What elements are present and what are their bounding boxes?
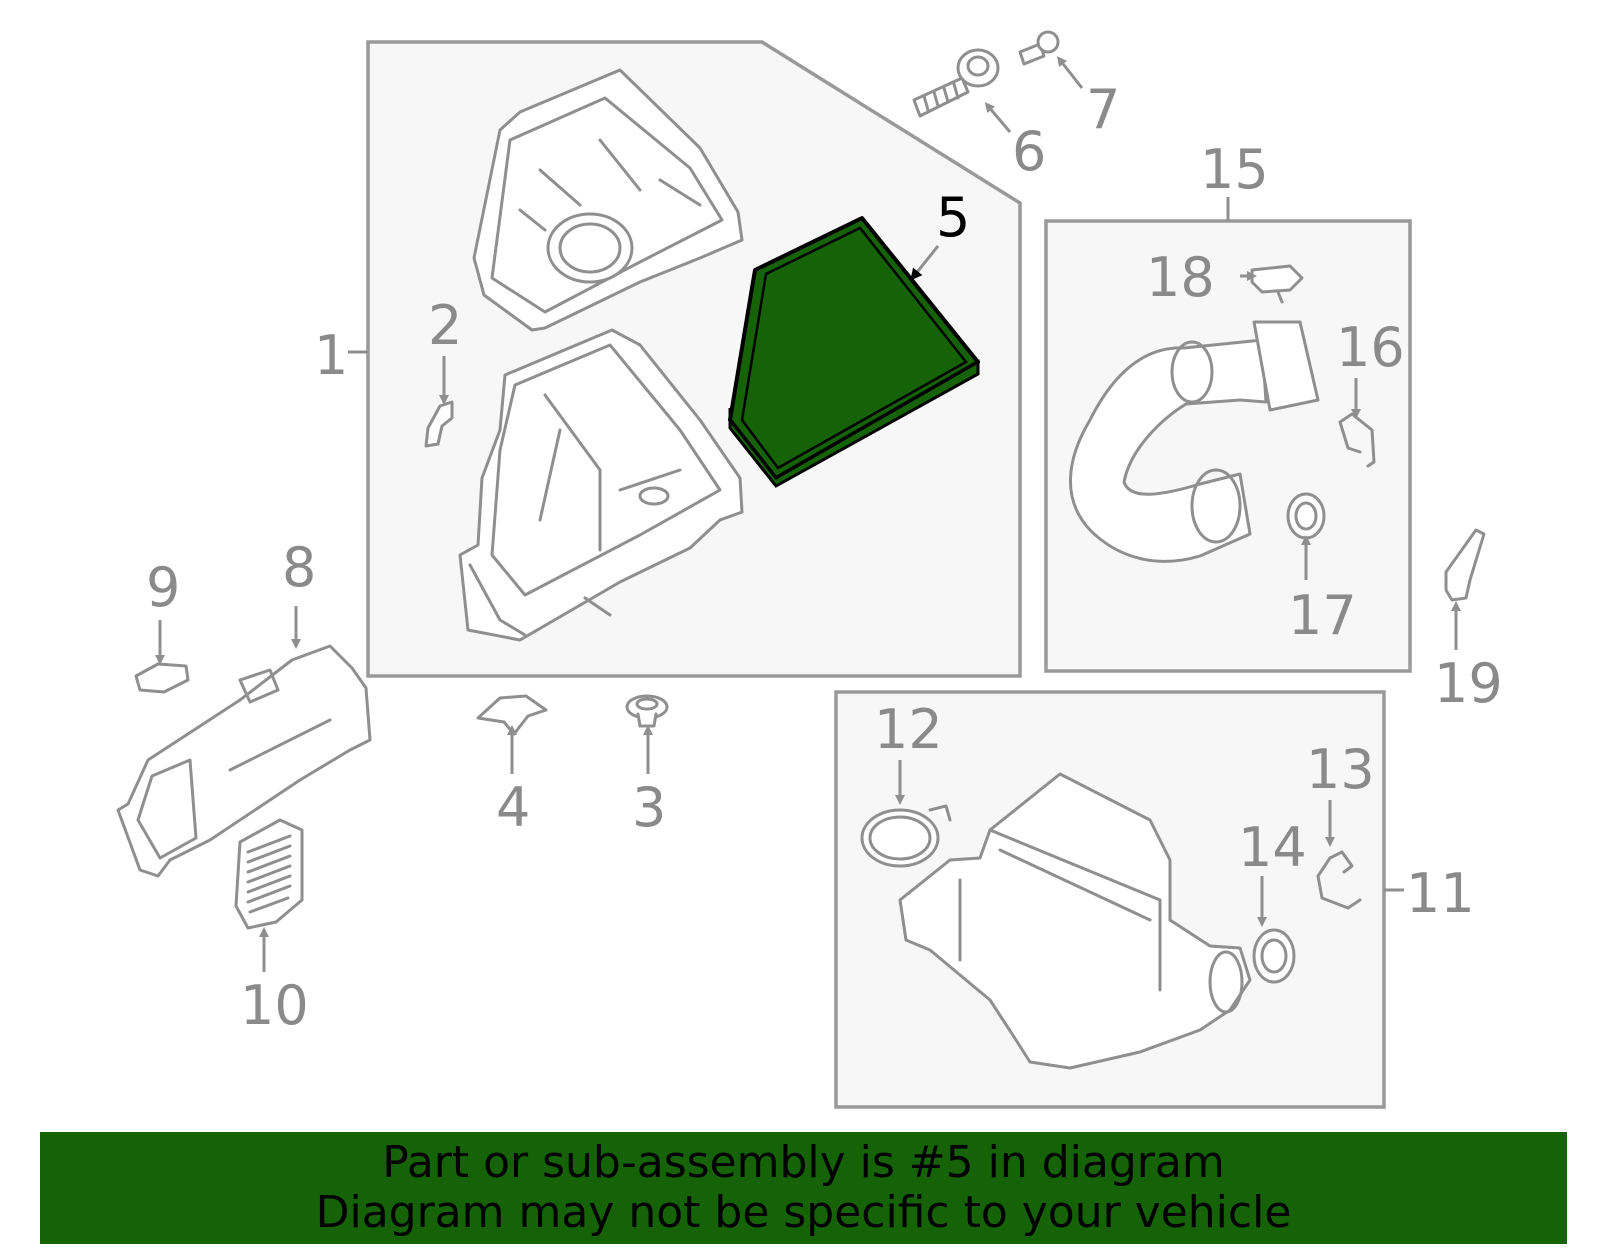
- banner-line-2: Diagram may not be specific to your vehi…: [315, 1187, 1292, 1238]
- clip-part-16: [1338, 412, 1376, 468]
- hose-part-15: [1069, 320, 1320, 563]
- clip-part-2: [424, 400, 454, 448]
- callout-11: 11: [1406, 862, 1475, 925]
- sensor-part-19: [1444, 528, 1486, 602]
- callout-16: 16: [1336, 316, 1405, 379]
- callout-15: 15: [1200, 138, 1269, 201]
- seal-ring-part-14: [1252, 928, 1296, 984]
- parts-diagram: 1 2 3 4 5 6 7 8 9 10 11 12 13 14 15 16 1…: [116, 30, 1503, 1109]
- callout-19: 19: [1434, 652, 1503, 715]
- callout-12: 12: [874, 698, 943, 761]
- grommet-part-3: [625, 694, 669, 728]
- callout-2: 2: [428, 294, 462, 357]
- callout-8: 8: [282, 536, 316, 599]
- air-cleaner-lower-housing: [458, 328, 744, 642]
- clamp-part-12: [860, 804, 952, 868]
- callout-4: 4: [496, 776, 530, 839]
- callout-13: 13: [1306, 738, 1375, 801]
- callout-1: 1: [314, 324, 348, 387]
- callout-5: 5: [936, 186, 970, 249]
- insert-part-9: [134, 662, 190, 694]
- bolt-part-6: [912, 48, 1000, 118]
- resonator-part-11: [898, 772, 1252, 1070]
- callout-18: 18: [1146, 246, 1215, 309]
- intake-duct-part-8: [116, 644, 372, 878]
- callout-17: 17: [1288, 584, 1357, 647]
- grille-part-10: [234, 818, 304, 930]
- callout-7: 7: [1086, 78, 1120, 141]
- callout-9: 9: [146, 556, 180, 619]
- callout-14: 14: [1238, 816, 1307, 879]
- sensor-part-18: [1250, 264, 1304, 304]
- callout-3: 3: [632, 776, 666, 839]
- air-cleaner-upper-cover: [472, 68, 744, 332]
- info-banner: Part or sub-assembly is #5 in diagram Di…: [40, 1132, 1567, 1244]
- callout-labels: 1 2 3 4 5 6 7 8 9 10 11 12 13 14 15 16 1…: [146, 78, 1503, 1037]
- callout-6: 6: [1012, 120, 1046, 183]
- air-filter-element-highlighted: [728, 216, 980, 488]
- clip-part-13: [1316, 850, 1362, 910]
- bracket-part-4: [476, 694, 548, 736]
- leader-lines: [155, 56, 1461, 972]
- callout-10: 10: [240, 974, 309, 1037]
- screw-part-7: [1018, 30, 1060, 66]
- banner-line-1: Part or sub-assembly is #5 in diagram: [382, 1137, 1225, 1188]
- seal-ring-part-17: [1286, 492, 1326, 540]
